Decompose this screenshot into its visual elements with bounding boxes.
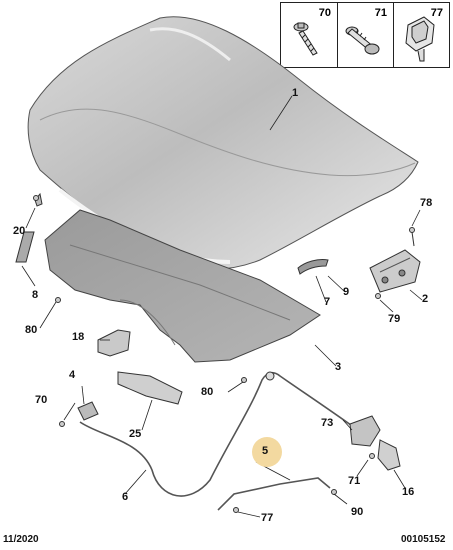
callout-77: 77 [261,512,274,524]
callout-20: 20 [13,225,26,237]
insulation-pad [44,209,321,363]
bracket-18 [97,329,131,357]
leader-lines [21,95,423,518]
fastener-legend: 70 71 77 [280,2,450,68]
callout-18: 18 [72,331,85,343]
diagram-reference: 00105152 [401,534,446,545]
callout-7: 7 [324,296,331,308]
callout-73: 73 [321,417,334,429]
callout-70: 70 [35,394,48,406]
callout-3: 3 [335,361,342,373]
callout-8: 8 [32,289,39,301]
callout-71: 71 [348,475,361,487]
bracket-25 [117,371,183,405]
legend-ref: 70 [318,7,331,19]
screw-icon [293,22,318,56]
release-handle [77,401,99,421]
legend-cell-71: 71 [337,3,393,67]
buffer-20 [34,192,43,207]
bolt-icon [345,26,380,55]
legend-ref: 77 [430,7,443,19]
hinge-assembly [369,227,421,299]
bonnet-lock [349,415,401,471]
callout-79: 79 [388,313,401,325]
legend-cell-70: 70 [281,3,337,67]
legend-ref: 71 [374,7,387,19]
callout-9: 9 [343,286,350,298]
secondary-cable [217,477,331,511]
callout-16: 16 [402,486,415,498]
clip-icon [405,16,435,62]
callout-25: 25 [129,428,142,440]
release-cable [79,371,356,497]
callout-1: 1 [292,87,299,99]
seal-7 [297,259,329,275]
highlight-marker [252,437,282,467]
callout-6: 6 [122,491,129,503]
diagram-date: 11/2020 [3,534,39,545]
callout-80-center: 80 [201,386,214,398]
callout-4: 4 [69,369,76,381]
callout-5: 5 [262,445,269,457]
callout-90: 90 [351,506,364,518]
callout-2: 2 [422,293,429,305]
legend-cell-77: 77 [393,3,449,67]
seal-8 [15,231,35,263]
callout-78: 78 [420,197,433,209]
callout-80-left: 80 [25,324,38,336]
